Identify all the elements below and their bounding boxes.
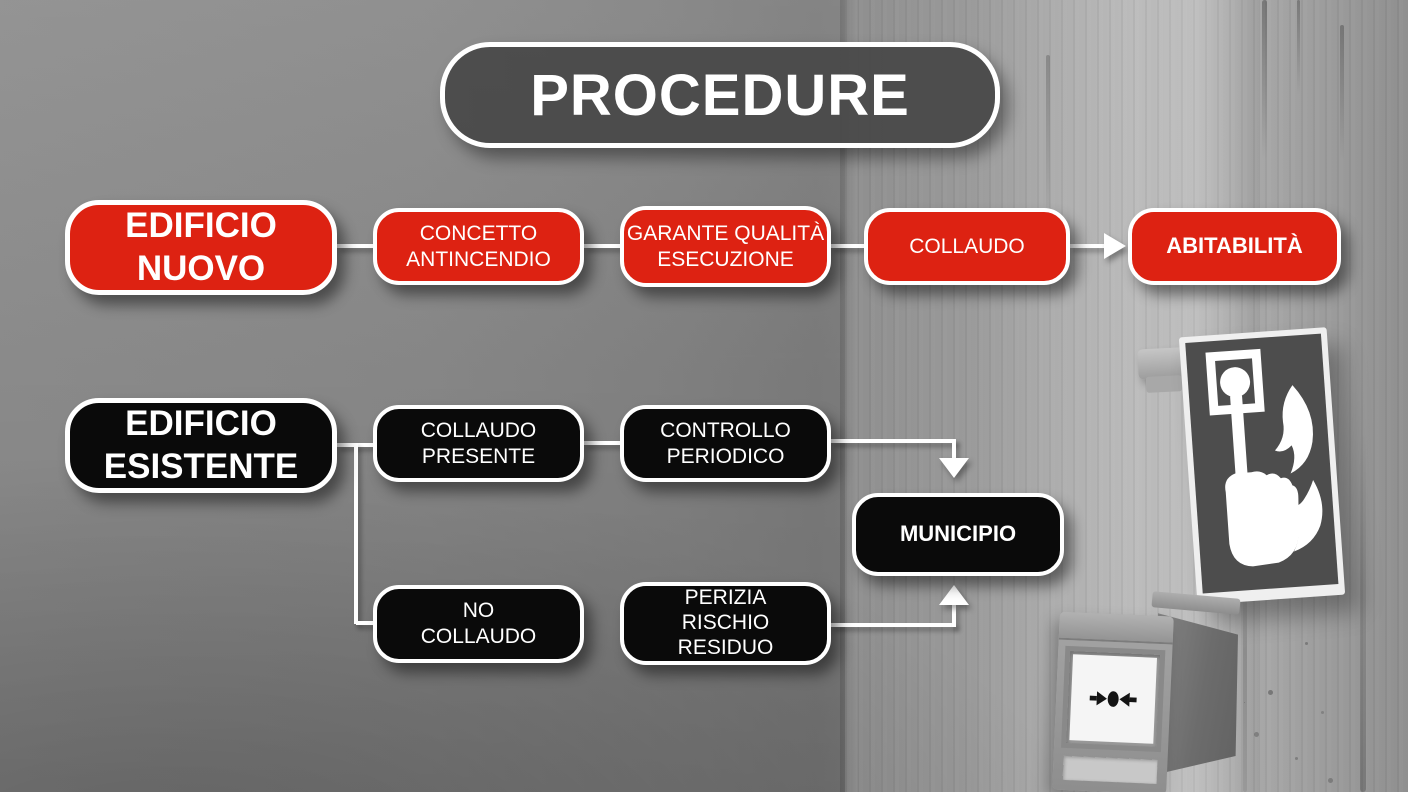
node-perizia-rischio-residuo: PERIZIA RISCHIO RESIDUO: [620, 582, 831, 665]
connector-branch-nocollaudo: [356, 621, 374, 625]
connector-presente-controllo: [584, 441, 620, 445]
call-point-lower-label: [1062, 755, 1158, 784]
arrow-down-icon: [939, 458, 969, 478]
connector-branch-vertical: [354, 443, 358, 624]
node-concetto-antincendio: CONCETTO ANTINCENDIO: [373, 208, 584, 285]
call-point-button: [1069, 654, 1158, 744]
fire-alarm-sign: [1178, 327, 1346, 605]
wall-corner-edge: [840, 0, 858, 792]
node-label: EDIFICIO ESISTENTE: [103, 403, 299, 486]
node-edificio-nuovo: EDIFICIO NUOVO: [65, 200, 337, 295]
node-collaudo-presente: COLLAUDO PRESENTE: [373, 405, 584, 482]
title-banner: PROCEDURE: [440, 42, 1000, 148]
node-municipio: MUNICIPIO: [852, 493, 1064, 576]
wall-stain: [1046, 55, 1050, 235]
call-point-arrows-icon: [1089, 691, 1137, 707]
connector-controllo-municipio-h: [831, 439, 956, 443]
node-collaudo: COLLAUDO: [864, 208, 1070, 285]
node-edificio-esistente: EDIFICIO ESISTENTE: [65, 398, 337, 493]
node-label: PERIZIA RISCHIO RESIDUO: [677, 586, 774, 659]
node-controllo-periodico: CONTROLLO PERIODICO: [620, 405, 831, 482]
connector-perizia-municipio-h: [831, 623, 956, 627]
node-label: MUNICIPIO: [899, 521, 1017, 547]
arrow-right-icon: [1104, 233, 1126, 259]
call-point-button-frame: [1060, 645, 1166, 753]
wall-speckles: [1268, 690, 1273, 695]
fire-alarm-call-point-icon: [1185, 333, 1339, 594]
page-title: PROCEDURE: [530, 62, 910, 128]
node-garante-qualita-esecuzione: GARANTE QUALITÀ ESECUZIONE: [620, 206, 831, 287]
node-label: ABITABILITÀ: [1166, 233, 1303, 259]
connector-garante-collaudo: [831, 244, 864, 248]
node-label: NO COLLAUDO: [420, 599, 537, 648]
connector-nuovo-concetto: [337, 244, 373, 248]
wall-stain: [1360, 430, 1366, 792]
connector-collaudo-abitabilita: [1070, 244, 1106, 248]
connector-perizia-municipio-v: [952, 605, 956, 627]
call-point-top-bevel: [1058, 611, 1174, 645]
node-no-collaudo: NO COLLAUDO: [373, 585, 584, 663]
node-label: CONTROLLO PERIODICO: [660, 418, 791, 468]
node-abitabilita: ABITABILITÀ: [1128, 208, 1341, 285]
arrow-up-icon: [939, 585, 969, 605]
wall-stain: [1243, 555, 1247, 792]
connector-concetto-garante: [584, 244, 620, 248]
node-label: COLLAUDO: [909, 234, 1025, 258]
wall-stain: [1262, 0, 1267, 160]
wall-stain: [1340, 25, 1344, 160]
sign-mounting-clip: [1145, 375, 1183, 393]
manual-call-point: [1052, 611, 1174, 792]
node-label: CONCETTO ANTINCENDIO: [406, 221, 551, 271]
connector-controllo-municipio-v: [952, 439, 956, 460]
wall-stain: [1297, 0, 1300, 95]
node-label: GARANTE QUALITÀ ESECUZIONE: [626, 221, 825, 271]
node-label: COLLAUDO PRESENTE: [420, 418, 537, 468]
node-label: EDIFICIO NUOVO: [125, 205, 277, 288]
